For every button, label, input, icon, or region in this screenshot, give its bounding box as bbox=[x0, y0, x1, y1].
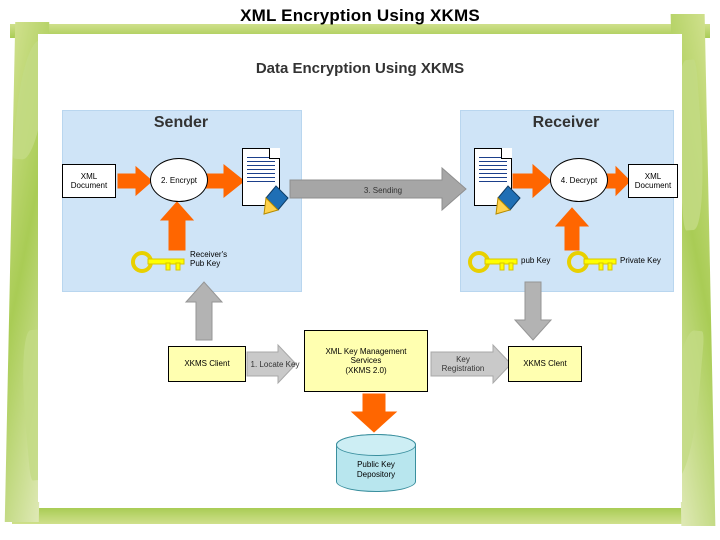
keys-layer bbox=[131, 251, 617, 273]
receiver-xml-document-label: XML Document bbox=[634, 171, 672, 190]
arrow-sending-icon bbox=[289, 166, 467, 212]
sender-xml-document-label: XML Document bbox=[70, 171, 108, 190]
document-lines bbox=[247, 157, 275, 185]
sender-panel-label: Sender bbox=[153, 114, 209, 131]
frame-bottom-band bbox=[12, 508, 712, 524]
xkms-service-box: XML Key Management Services (XKMS 2.0) bbox=[304, 330, 428, 392]
private-key-label: Private Key bbox=[620, 256, 661, 265]
arrow-key-registration-icon bbox=[430, 343, 512, 385]
encrypt-step-node: 2. Encrypt bbox=[150, 158, 208, 202]
arrow-receiver-down-icon bbox=[513, 281, 553, 341]
public-key-depository-cylinder: Public Key Depository bbox=[336, 434, 416, 492]
diagram-title: Data Encryption Using XKMS bbox=[255, 60, 465, 77]
pub-key-label: pub Key bbox=[521, 256, 551, 265]
xkms-client-right-label: XKMS Clent bbox=[523, 359, 567, 369]
receivers-pub-key-label: Receiver's Pub Key bbox=[190, 250, 228, 268]
encrypt-step-label: 2. Encrypt bbox=[160, 175, 197, 185]
locate-key-label: 1. Locate Key bbox=[250, 359, 300, 369]
xkms-client-right-box: XKMS Clent bbox=[508, 346, 582, 382]
key-registration-label-wrap: Key Registration bbox=[434, 355, 492, 373]
xkms-client-left-label: XKMS Client bbox=[184, 359, 230, 369]
arrow-xkms-client-up-icon bbox=[184, 281, 224, 341]
arrow-key-up-receiver-icon bbox=[554, 207, 590, 251]
sending-step-label: 3. Sending bbox=[363, 185, 403, 195]
pencil-icon bbox=[263, 185, 289, 215]
sender-document-pencil-layer bbox=[263, 185, 289, 215]
xkms-client-left-box: XKMS Client bbox=[168, 346, 246, 382]
arrow-service-to-depository-icon bbox=[350, 393, 398, 433]
arrow-to-decrypt-icon bbox=[512, 163, 552, 199]
receiver-encrypted-document-icon bbox=[474, 148, 512, 206]
arrow-encrypt-to-document-icon bbox=[203, 163, 245, 199]
diagram-canvas: Data Encryption Using XKMS Sender Receiv… bbox=[38, 34, 682, 502]
arrow-to-encrypt-icon bbox=[117, 165, 153, 197]
sending-step-label-wrap: 3. Sending bbox=[318, 182, 448, 198]
receiver-panel-label: Receiver bbox=[532, 114, 600, 131]
locate-key-label-wrap: 1. Locate Key bbox=[250, 357, 300, 371]
key-icon-receiver-pub bbox=[468, 251, 518, 273]
sender-xml-document-box: XML Document bbox=[62, 164, 116, 198]
key-registration-label: Key Registration bbox=[441, 355, 485, 373]
public-key-depository-label: Public Key Depository bbox=[356, 460, 396, 479]
pencil-icon bbox=[495, 185, 521, 215]
xkms-service-label: XML Key Management Services (XKMS 2.0) bbox=[325, 347, 407, 375]
receiver-xml-document-box: XML Document bbox=[628, 164, 678, 198]
arrow-key-up-sender-icon bbox=[159, 201, 195, 251]
slide-title: XML Encryption Using XKMS bbox=[240, 6, 480, 25]
decrypt-step-node: 4. Decrypt bbox=[550, 158, 608, 202]
diagram-arrows-layer bbox=[117, 163, 631, 433]
cylinder-top bbox=[336, 434, 416, 456]
key-icon-sender-pub bbox=[131, 251, 185, 273]
document-lines bbox=[479, 157, 507, 185]
key-icon-receiver-private bbox=[567, 251, 617, 273]
receiver-document-pencil-layer bbox=[495, 185, 521, 215]
decrypt-step-label: 4. Decrypt bbox=[560, 175, 598, 185]
arrow-locate-key-icon bbox=[246, 343, 297, 385]
